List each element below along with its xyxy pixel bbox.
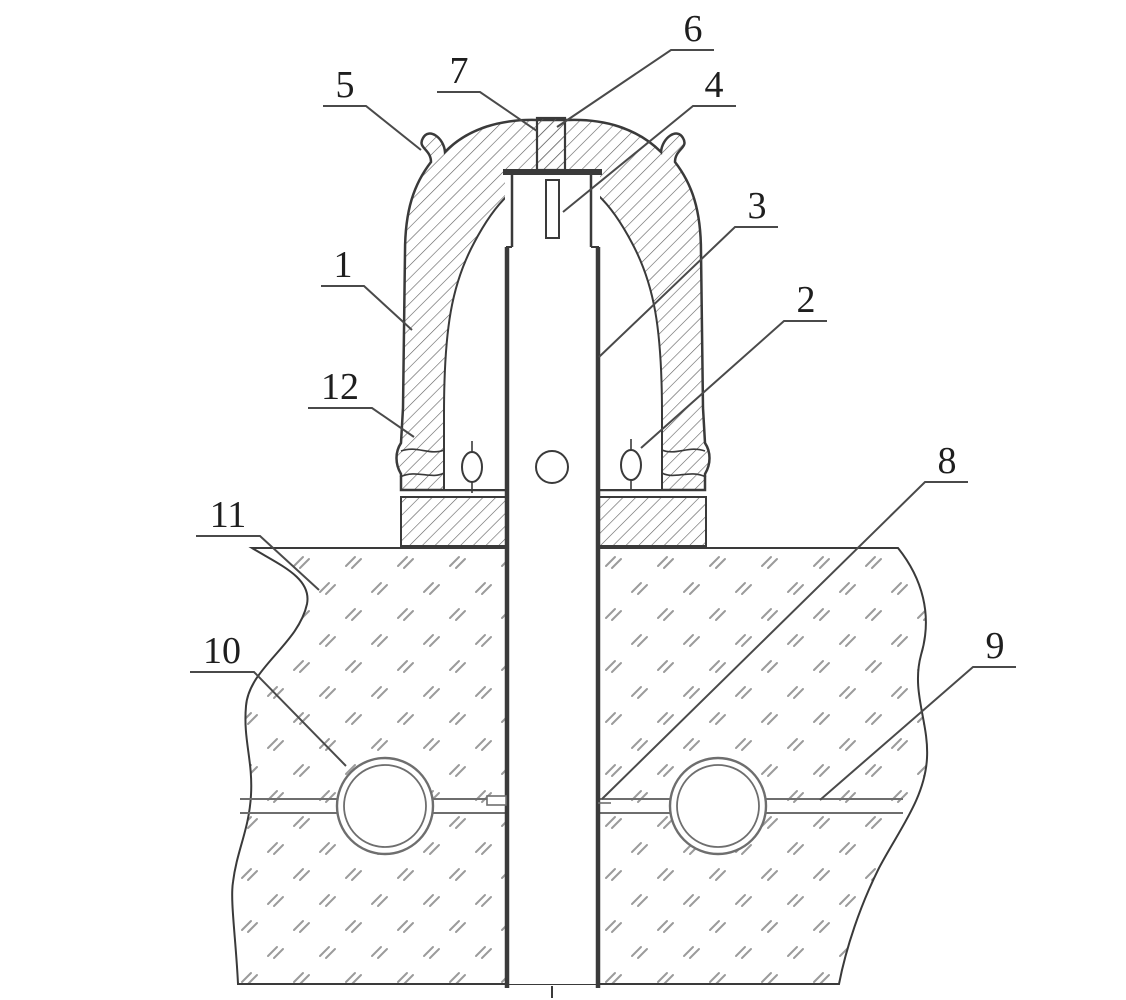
groove-right xyxy=(661,448,706,453)
vent-hole-center xyxy=(535,450,569,484)
flange-right xyxy=(598,496,707,547)
leader-line-5 xyxy=(323,105,422,151)
left-pipe-circle xyxy=(335,756,435,856)
top-plug xyxy=(535,116,567,172)
leader-line-1 xyxy=(321,285,413,331)
leader-line-10 xyxy=(190,671,347,767)
center-pipe-bore xyxy=(505,172,600,984)
vent-hole-left xyxy=(461,441,483,493)
leader-line-2 xyxy=(640,320,827,449)
leader-line-8 xyxy=(601,481,968,800)
groove-right-2 xyxy=(661,472,707,478)
leader-line-12 xyxy=(308,407,415,438)
inner-stem xyxy=(545,179,560,239)
leader-line-9 xyxy=(819,666,1016,801)
seam-tab-left xyxy=(486,795,507,806)
leader-line-4 xyxy=(562,105,736,213)
vent-hole-right xyxy=(620,439,642,491)
leader-line-3 xyxy=(598,226,778,358)
leader-line-7 xyxy=(437,91,538,132)
leader-line-6 xyxy=(556,49,714,128)
groove-left-2 xyxy=(399,472,445,478)
center-pipe xyxy=(504,172,601,988)
groove-left xyxy=(400,448,445,453)
leader-line-11 xyxy=(196,535,320,591)
right-pipe-circle xyxy=(668,756,768,856)
